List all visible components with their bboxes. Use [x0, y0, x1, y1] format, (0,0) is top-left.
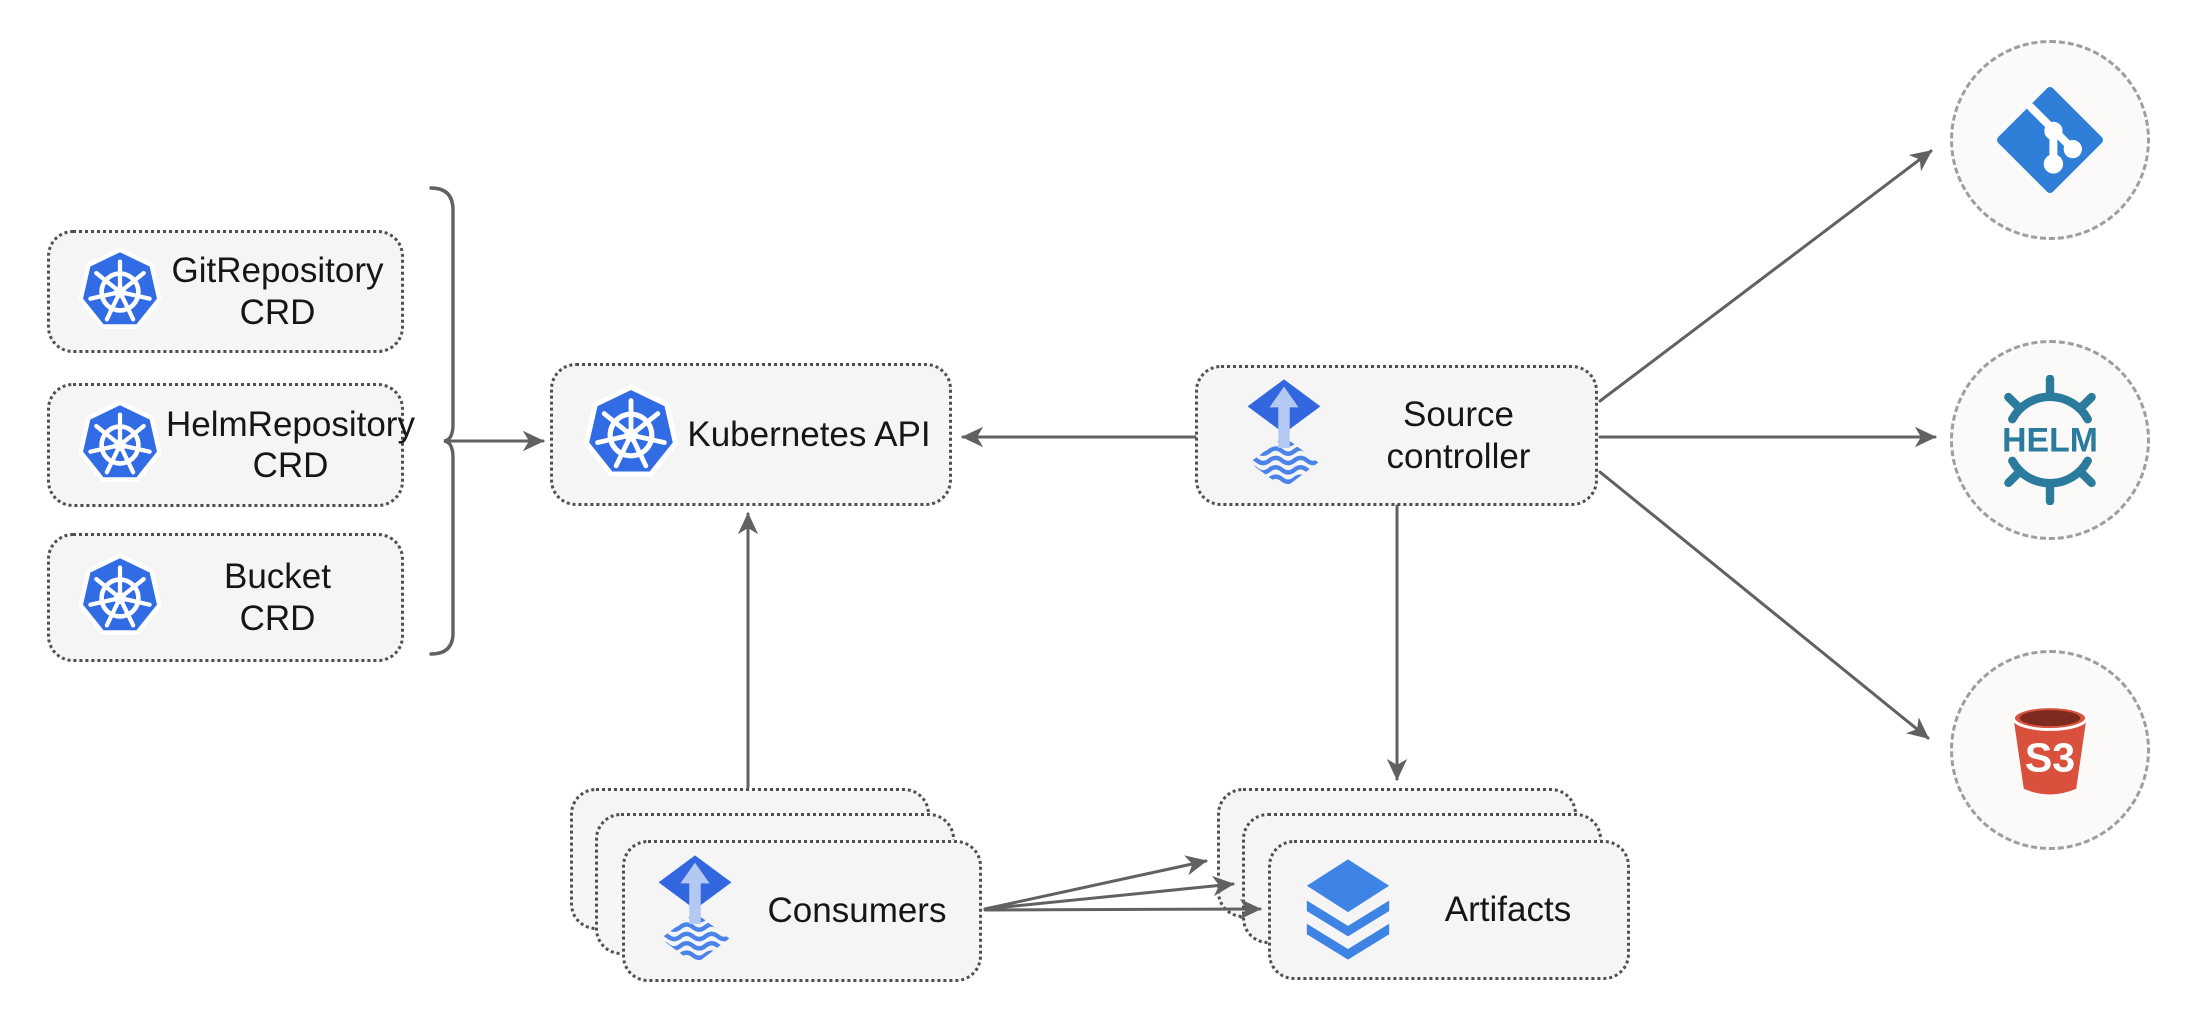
- flux-icon: [1232, 377, 1336, 494]
- node-gitrepository-crd: GitRepository CRD: [47, 230, 404, 353]
- kubernetes-icon: [74, 399, 166, 491]
- node-label: GitRepository CRD: [166, 250, 389, 333]
- node-label: Consumers: [767, 891, 947, 931]
- label-line1: Bucket: [224, 557, 331, 597]
- node-artifacts: Artifacts: [1268, 840, 1630, 980]
- node-git-remote: [1950, 40, 2150, 240]
- label-line1: GitRepository: [171, 251, 384, 291]
- kubernetes-icon: [74, 552, 166, 644]
- node-label: Source controller: [1336, 394, 1581, 477]
- edge-consumers-to-artifacts-2: [983, 875, 1235, 911]
- layers-icon: [1295, 853, 1401, 967]
- kubernetes-icon: [74, 246, 166, 338]
- edge-source-to-git: [1598, 149, 1933, 403]
- label-line2: CRD: [239, 598, 316, 638]
- node-source-controller: Source controller: [1195, 365, 1598, 506]
- node-bucket-crd: Bucket CRD: [47, 533, 404, 662]
- node-consumers: Consumers: [622, 840, 982, 982]
- node-kubernetes-api: Kubernetes API: [550, 363, 952, 506]
- kubernetes-icon: [579, 383, 683, 487]
- node-s3-remote: S3: [1950, 650, 2150, 850]
- label-line1: Source: [1403, 395, 1514, 435]
- s3-bucket-icon: S3: [1993, 693, 2107, 807]
- node-label: Bucket CRD: [166, 556, 389, 639]
- s3-label: S3: [2025, 735, 2075, 781]
- edge-consumers-to-artifacts-3: [983, 898, 1262, 920]
- node-label: Kubernetes API: [687, 414, 931, 454]
- node-helm-remote: HELM: [1950, 340, 2150, 540]
- crd-group-bracket: [429, 186, 455, 656]
- edge-source-to-s3: [1598, 470, 1930, 740]
- flux-icon: [643, 853, 747, 970]
- edge-consumers-to-artifacts-1: [983, 855, 1208, 911]
- node-label: HelmRepository CRD: [166, 404, 415, 487]
- label-line2: controller: [1386, 436, 1531, 476]
- git-icon: [1993, 83, 2107, 197]
- label-line2: CRD: [252, 446, 329, 485]
- label-line2: CRD: [239, 292, 316, 332]
- helm-label: HELM: [2002, 422, 2098, 460]
- node-label: Artifacts: [1444, 890, 1572, 930]
- label-line1: HelmRepository: [166, 404, 415, 444]
- node-helmrepository-crd: HelmRepository CRD: [47, 383, 415, 507]
- helm-icon: HELM: [1985, 375, 2115, 505]
